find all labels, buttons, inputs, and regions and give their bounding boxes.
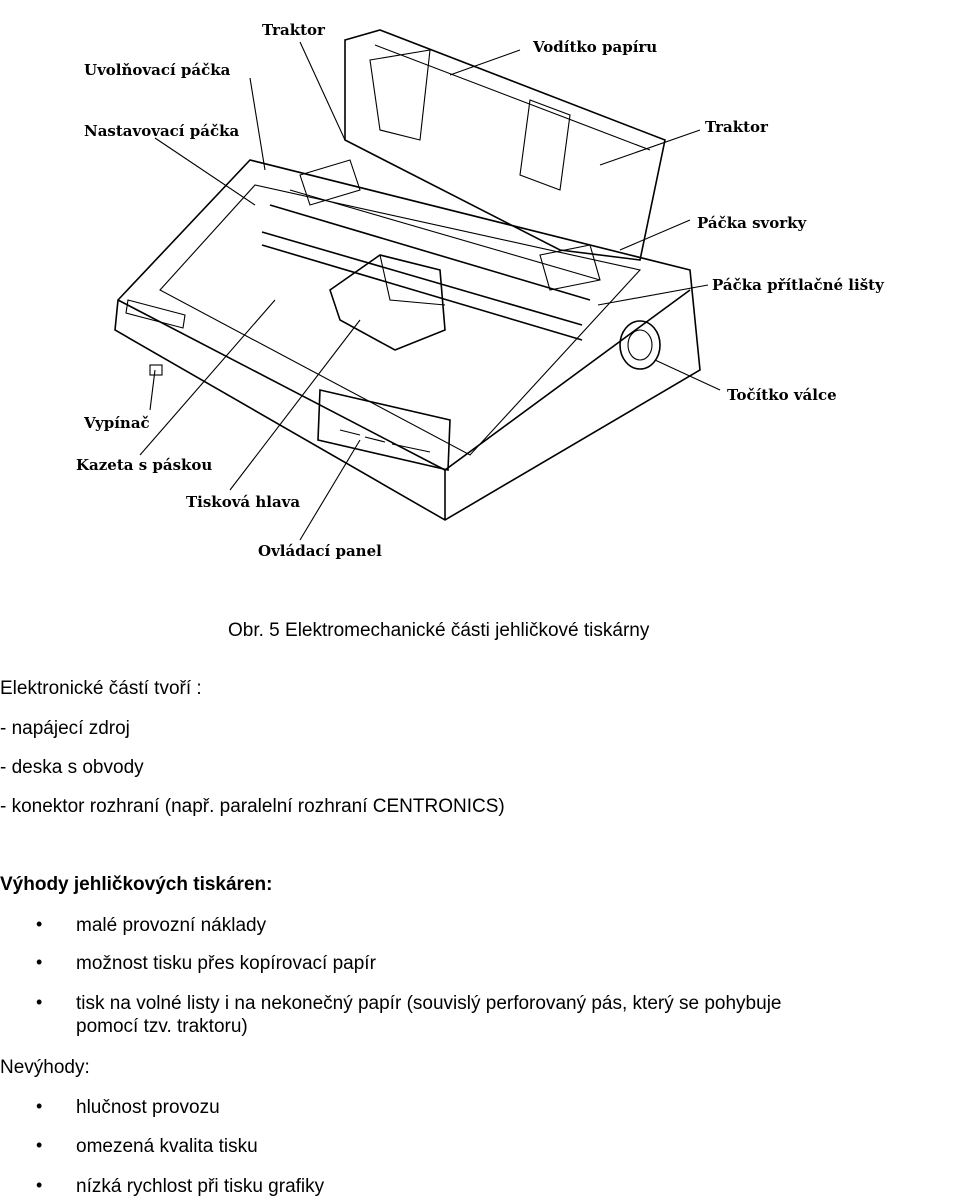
electronics-intro: Elektronické částí tvoří : xyxy=(0,678,202,699)
electronics-item: - konektor rozhraní (např. paralelní roz… xyxy=(0,796,505,817)
label-uvolnovaci-packa: Uvolňovací páčka xyxy=(84,61,231,79)
list-item-text: omezená kvalita tisku xyxy=(76,1136,258,1157)
bullet-icon: • xyxy=(36,952,43,972)
list-item-text: tisk na volné listy i na nekonečný papír… xyxy=(76,993,782,1014)
printer-figure: Traktor Uvolňovací páčka Vodítko papíru … xyxy=(76,21,885,560)
label-tocitko-valce: Točítko válce xyxy=(727,386,837,404)
label-vypinac: Vypínač xyxy=(83,414,150,432)
label-tiskova-hlava: Tisková hlava xyxy=(186,493,300,511)
printer-diagram: Traktor Uvolňovací páčka Vodítko papíru … xyxy=(76,21,885,560)
bullet-icon: • xyxy=(36,914,43,934)
label-traktor-top: Traktor xyxy=(262,21,326,39)
list-item-text: malé provozní náklady xyxy=(76,915,267,936)
bullet-icon: • xyxy=(36,992,43,1012)
list-item-text: hlučnost provozu xyxy=(76,1097,220,1118)
label-packa-svorky: Páčka svorky xyxy=(697,214,808,232)
bullet-icon: • xyxy=(36,1135,43,1155)
label-packa-pritlacne-listy: Páčka přítlačné lišty xyxy=(712,276,885,294)
label-traktor-right: Traktor xyxy=(705,118,769,136)
list-item-text-continued: pomocí tzv. traktoru) xyxy=(76,1016,248,1037)
electronics-item: - napájecí zdroj xyxy=(0,718,130,739)
bullet-icon: • xyxy=(36,1175,43,1195)
electronics-item: - deska s obvody xyxy=(0,757,144,778)
list-item-text: nízká rychlost při tisku grafiky xyxy=(76,1176,325,1197)
list-item-text: možnost tisku přes kopírovací papír xyxy=(76,953,376,974)
label-voditko-papiru: Vodítko papíru xyxy=(532,38,657,56)
label-ovladaci-panel: Ovládací panel xyxy=(258,542,382,560)
disadvantages-title: Nevýhody: xyxy=(0,1057,90,1078)
bullet-icon: • xyxy=(36,1096,43,1116)
advantages-title: Výhody jehličkových tiskáren: xyxy=(0,874,273,895)
leader-lines xyxy=(139,41,721,541)
label-kazeta-s-paskou: Kazeta s páskou xyxy=(76,456,212,474)
figure-caption: Obr. 5 Elektromechanické části jehličkov… xyxy=(228,620,650,641)
label-nastavovaci-packa: Nastavovací páčka xyxy=(84,122,239,140)
printer-drawing xyxy=(114,29,701,521)
